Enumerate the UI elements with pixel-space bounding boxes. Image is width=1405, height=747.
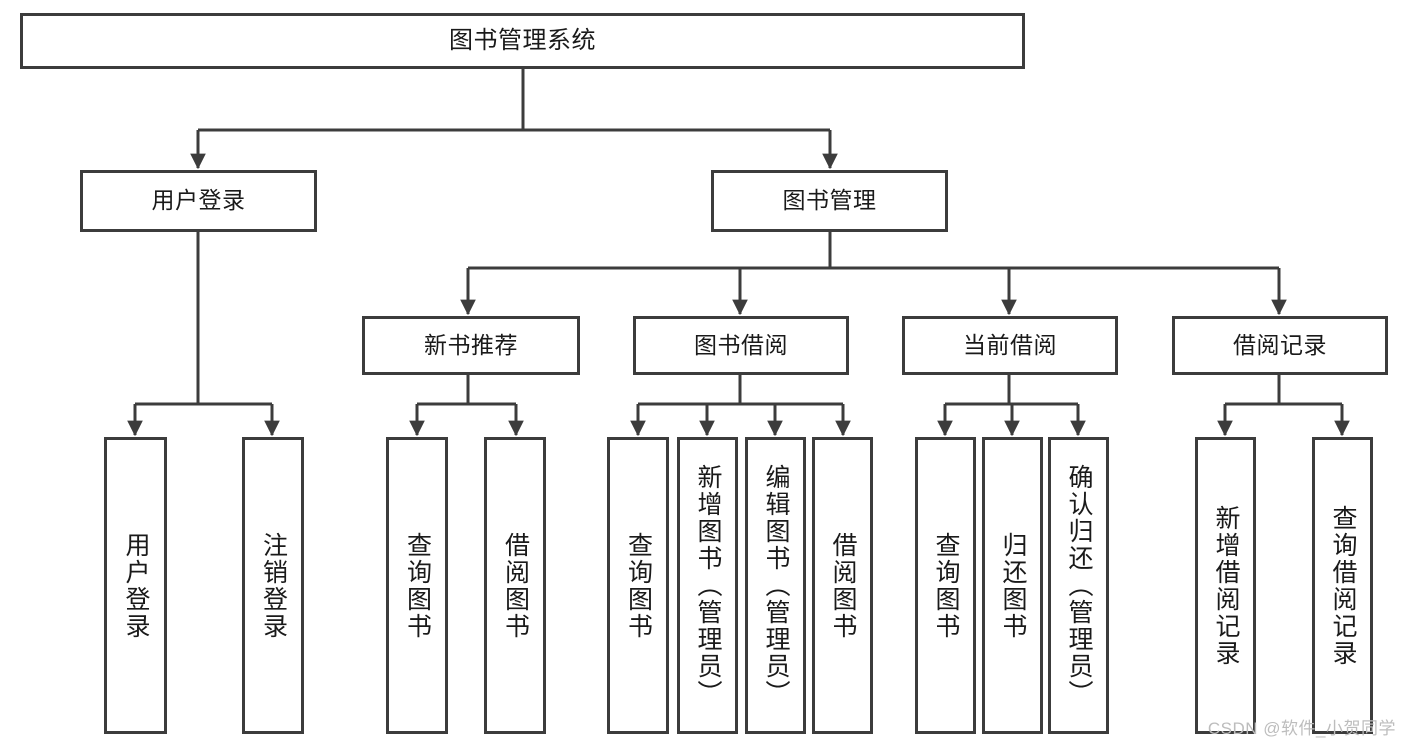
node-borrow-record-label: 借阅记录 [1233,331,1327,358]
node-leaf-return-book-label: 归还图书 [999,531,1027,640]
node-leaf-return-book[interactable]: 归还图书 [982,437,1043,734]
node-leaf-add-book-admin-label: 新增图书（管理员） [694,464,722,707]
node-leaf-query-book-1-label: 查询图书 [403,531,432,640]
node-leaf-borrow-book-1-label: 借阅图书 [501,531,530,640]
node-leaf-query-borrow-record[interactable]: 查询借阅记录 [1312,437,1373,734]
node-new-book-recommend-label: 新书推荐 [424,331,518,358]
node-leaf-query-borrow-record-label: 查询借阅记录 [1329,504,1357,667]
node-leaf-borrow-book-2-label: 借阅图书 [829,531,857,640]
node-leaf-borrow-book-2[interactable]: 借阅图书 [812,437,873,734]
node-leaf-borrow-book-1[interactable]: 借阅图书 [484,437,546,734]
node-leaf-query-book-2-label: 查询图书 [624,531,653,640]
node-leaf-confirm-return-admin[interactable]: 确认归还（管理员） [1048,437,1109,734]
node-book-borrow[interactable]: 图书借阅 [633,316,849,375]
node-leaf-query-book-3[interactable]: 查询图书 [915,437,976,734]
node-user-login[interactable]: 用户登录 [80,170,317,232]
node-book-manage-label: 图书管理 [782,187,877,214]
node-borrow-record[interactable]: 借阅记录 [1172,316,1388,375]
node-new-book-recommend[interactable]: 新书推荐 [362,316,580,375]
node-current-borrow[interactable]: 当前借阅 [902,316,1118,375]
node-current-borrow-label: 当前借阅 [963,331,1057,358]
node-leaf-edit-book-admin-label: 编辑图书（管理员） [762,464,790,707]
node-leaf-query-book-2[interactable]: 查询图书 [607,437,669,734]
node-leaf-logout-login[interactable]: 注销登录 [242,437,304,734]
node-leaf-add-book-admin[interactable]: 新增图书（管理员） [677,437,738,734]
node-book-manage[interactable]: 图书管理 [711,170,948,232]
node-leaf-query-book-1[interactable]: 查询图书 [386,437,448,734]
node-user-login-label: 用户登录 [151,187,246,214]
node-root[interactable]: 图书管理系统 [20,13,1025,69]
node-book-borrow-label: 图书借阅 [694,331,788,358]
node-leaf-confirm-return-admin-label: 确认归还（管理员） [1065,464,1093,707]
node-leaf-user-login[interactable]: 用户登录 [104,437,167,734]
node-leaf-user-login-label: 用户登录 [122,531,150,640]
node-leaf-query-book-3-label: 查询图书 [932,531,960,640]
node-leaf-logout-login-label: 注销登录 [259,531,288,640]
node-leaf-add-borrow-record[interactable]: 新增借阅记录 [1195,437,1256,734]
node-leaf-add-borrow-record-label: 新增借阅记录 [1212,504,1240,667]
node-leaf-edit-book-admin[interactable]: 编辑图书（管理员） [745,437,806,734]
node-root-label: 图书管理系统 [449,26,596,54]
